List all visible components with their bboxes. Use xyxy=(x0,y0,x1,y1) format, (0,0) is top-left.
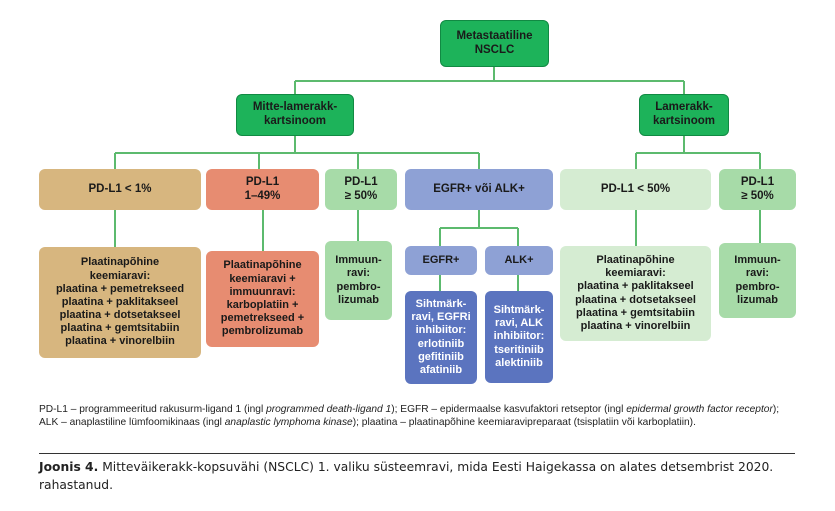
sq-pdl1-high-node: PD-L1 ≥ 50% xyxy=(719,169,796,210)
treatment-flowchart: Metastaatiline NSCLC Mitte-lamerakk- kar… xyxy=(39,20,796,384)
connector-lines xyxy=(114,67,761,291)
sq-high-treatment-node: Immuun- ravi: pembro- lizumab xyxy=(719,243,796,318)
egfr-node: EGFR+ xyxy=(405,246,477,275)
legend-egfr: ); EGFR – epidermaalse kasvufaktori rets… xyxy=(391,404,627,415)
squamous-node: Lamerakk- kartsinoom xyxy=(639,94,729,136)
legend-pdl1: PD-L1 – programmeeritud rakusurm-ligand … xyxy=(39,404,267,415)
legend-alk: ); ALK – anaplastiline lümfoomikinaas (i… xyxy=(39,404,780,429)
sq-low-treatment-node: Plaatinapõhine keemiaravi: plaatina + pa… xyxy=(560,246,711,341)
alk-node: ALK+ xyxy=(485,246,553,275)
caption-divider xyxy=(39,453,795,454)
connector-non-squamous xyxy=(114,136,480,169)
caption-label: Joonis 4. xyxy=(39,460,99,474)
alk-treatment-node: Sihtmärk- ravi, ALK inhibiitor: tseritin… xyxy=(485,291,553,383)
figure-caption: Joonis 4. Mitteväikerakk-kopsuvähi (NSCL… xyxy=(39,459,799,495)
ns-pdl1-mid-node: PD-L1 1–49% xyxy=(206,169,319,210)
abbreviation-legend: PD-L1 – programmeeritud rakusurm-ligand … xyxy=(39,403,799,430)
ns-low-treatment-node: Plaatinapõhine keemiaravi: plaatina + pe… xyxy=(39,247,201,358)
sq-pdl1-low-node: PD-L1 < 50% xyxy=(560,169,711,210)
egfr-treatment-node: Sihtmärk- ravi, EGFRi inhibiitor: erloti… xyxy=(405,291,477,384)
ns-pdl1-low-node: PD-L1 < 1% xyxy=(39,169,201,210)
connector-driver xyxy=(439,210,519,246)
legend-pdl1-en: programmed death-ligand 1 xyxy=(266,404,392,415)
legend-platina: ); plaatina – plaatinapõhine keemiaravip… xyxy=(352,417,696,429)
legend-egfr-en: epidermal growth factor receptor xyxy=(626,404,773,415)
legend-alk-en: anaplastic lymphoma kinase xyxy=(224,417,353,429)
caption-text: Mitteväikerakk-kopsuvähi (NSCLC) 1. vali… xyxy=(39,460,774,492)
ns-pdl1-high-node: PD-L1 ≥ 50% xyxy=(325,169,397,210)
ns-driver-node: EGFR+ või ALK+ xyxy=(405,169,553,210)
ns-mid-treatment-node: Plaatinapõhine keemiaravi + immuunravi: … xyxy=(206,251,319,347)
root-node: Metastaatiline NSCLC xyxy=(440,20,549,67)
ns-high-treatment-node: Immuun- ravi: pembro- lizumab xyxy=(325,241,392,320)
connector-squamous xyxy=(635,136,761,169)
non-squamous-node: Mitte-lamerakk- kartsinoom xyxy=(236,94,354,136)
connector-root xyxy=(294,67,685,94)
